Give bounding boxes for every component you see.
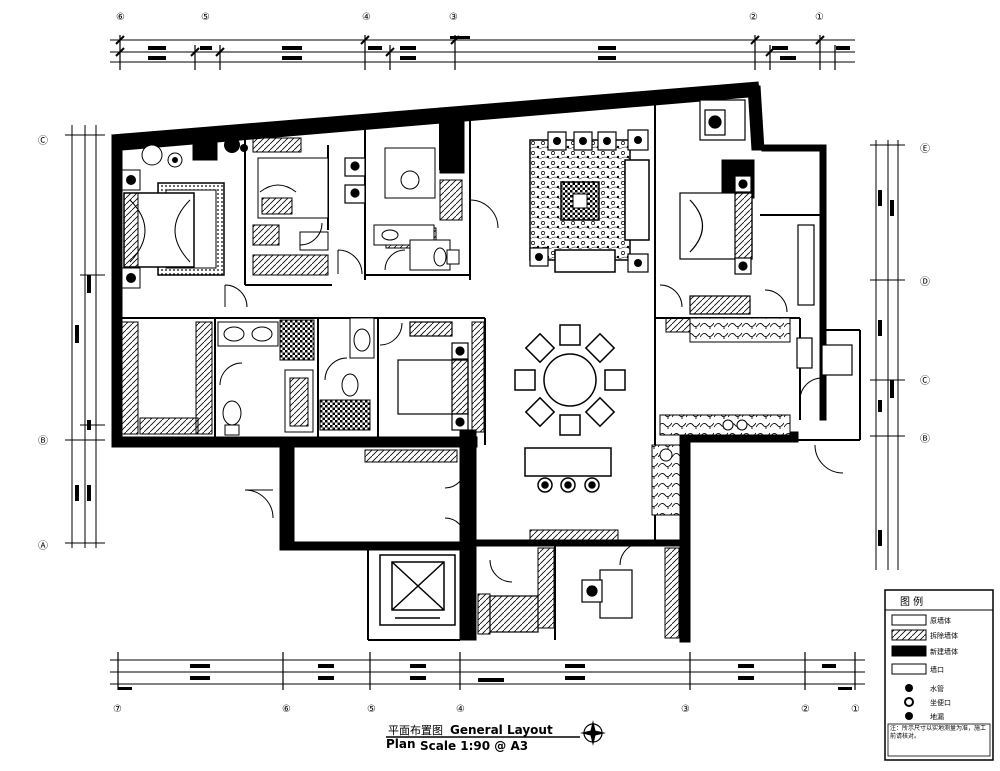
svg-text:⑥: ⑥: [116, 12, 125, 23]
svg-text:⑦: ⑦: [113, 704, 122, 715]
exterior-walls: [111, 81, 827, 643]
svg-text:②: ②: [801, 704, 810, 715]
svg-text:Ⓒ: Ⓒ: [38, 135, 48, 147]
svg-text:Ⓐ: Ⓐ: [38, 540, 48, 552]
grid-bubble: ①: [815, 12, 824, 23]
study: [489, 569, 633, 633]
water-pipe-icon: [905, 684, 913, 692]
svg-text:Ⓑ: Ⓑ: [920, 433, 930, 445]
top-grid-bubbles: ⑥ ⑤ ④ ③ ② ①: [116, 12, 824, 23]
svg-text:①: ①: [815, 12, 824, 23]
grid-bubble: ②: [749, 12, 758, 23]
title-plan: Plan: [386, 737, 416, 751]
svg-text:Ⓔ: Ⓔ: [920, 143, 930, 155]
svg-text:③: ③: [681, 704, 690, 715]
svg-text:墙口: 墙口: [930, 665, 944, 674]
floor-drain-icon: [905, 712, 913, 720]
svg-text:⑤: ⑤: [201, 12, 210, 23]
svg-text:⑥: ⑥: [282, 704, 291, 715]
svg-text:③: ③: [449, 12, 458, 23]
north-arrow-icon: [580, 720, 606, 746]
legend-item: 水管: [905, 684, 944, 693]
right-dimensions: [870, 140, 905, 570]
tv-console: [554, 249, 616, 273]
svg-text:地漏: 地漏: [930, 712, 944, 721]
bedroom-top-left: [121, 137, 248, 289]
drawing-title: 平面布置图 General Layout Plan Scale 1:90 @ A…: [386, 720, 606, 753]
legend-title: 图 例: [900, 595, 923, 608]
bedroom-top-right: [679, 99, 853, 376]
bar-counter: [524, 447, 612, 477]
bedroom-lower-left: [397, 321, 469, 431]
stools: [344, 157, 366, 204]
svg-text:④: ④: [456, 704, 465, 715]
legend: 图 例 原墙体 拆除墙体 新建墙体 墙口 水管 坐便口 地漏: [884, 589, 994, 761]
legend-item: 坐便口: [904, 697, 951, 707]
grid-bubble: ⑥: [116, 12, 125, 23]
sofa: [624, 159, 650, 241]
title-chinese: 平面布置图: [388, 724, 443, 737]
legend-note: 注：所示尺寸以实地测量为准，施工前请核对。: [890, 725, 987, 740]
svg-text:新建墙体: 新建墙体: [930, 647, 958, 656]
right-grid-bubbles: Ⓔ Ⓓ Ⓒ Ⓑ: [920, 143, 930, 445]
dining-area: [514, 324, 626, 493]
legend-item: 原墙体: [891, 614, 951, 626]
bottom-grid-bubbles: ⑦ ⑥ ⑤ ④ ③ ② ①: [113, 704, 860, 715]
svg-text:⑤: ⑤: [367, 704, 376, 715]
kitchen: [651, 317, 791, 516]
grid-bubble: ④: [362, 12, 371, 23]
left-grid-bubbles: Ⓒ Ⓑ Ⓐ: [38, 135, 48, 552]
legend-item: 地漏: [905, 712, 944, 721]
grid-bubble: ③: [449, 12, 458, 23]
svg-text:②: ②: [749, 12, 758, 23]
bathrooms-lower-left: [217, 317, 375, 436]
svg-text:原墙体: 原墙体: [930, 616, 951, 625]
svg-text:Ⓓ: Ⓓ: [920, 276, 930, 288]
bathroom-top-middle: [373, 147, 460, 271]
svg-text:水管: 水管: [930, 684, 944, 693]
elevator: [379, 554, 456, 626]
svg-text:Ⓒ: Ⓒ: [920, 375, 930, 387]
toilet-outlet-icon: [904, 697, 914, 707]
grid-bubble: ⑤: [201, 12, 210, 23]
legend-item: 拆除墙体: [891, 629, 958, 641]
door-swings: [219, 199, 844, 583]
svg-text:坐便口: 坐便口: [930, 698, 951, 707]
bottom-dimensions: [110, 652, 865, 690]
svg-text:④: ④: [362, 12, 371, 23]
top-dimensions: [110, 35, 855, 70]
svg-text:Ⓑ: Ⓑ: [38, 435, 48, 447]
title-scale: Scale 1:90 @ A3: [420, 739, 528, 753]
living-room: [529, 129, 650, 273]
legend-item: 墙口: [891, 663, 944, 675]
title-english: General Layout: [450, 723, 553, 737]
legend-item: 新建墙体: [891, 645, 958, 657]
round-dining-table: [543, 353, 597, 407]
left-dimensions: [65, 125, 105, 548]
svg-text:拆除墙体: 拆除墙体: [930, 631, 958, 640]
walk-in-closet: [252, 137, 329, 276]
svg-text:①: ①: [851, 704, 860, 715]
